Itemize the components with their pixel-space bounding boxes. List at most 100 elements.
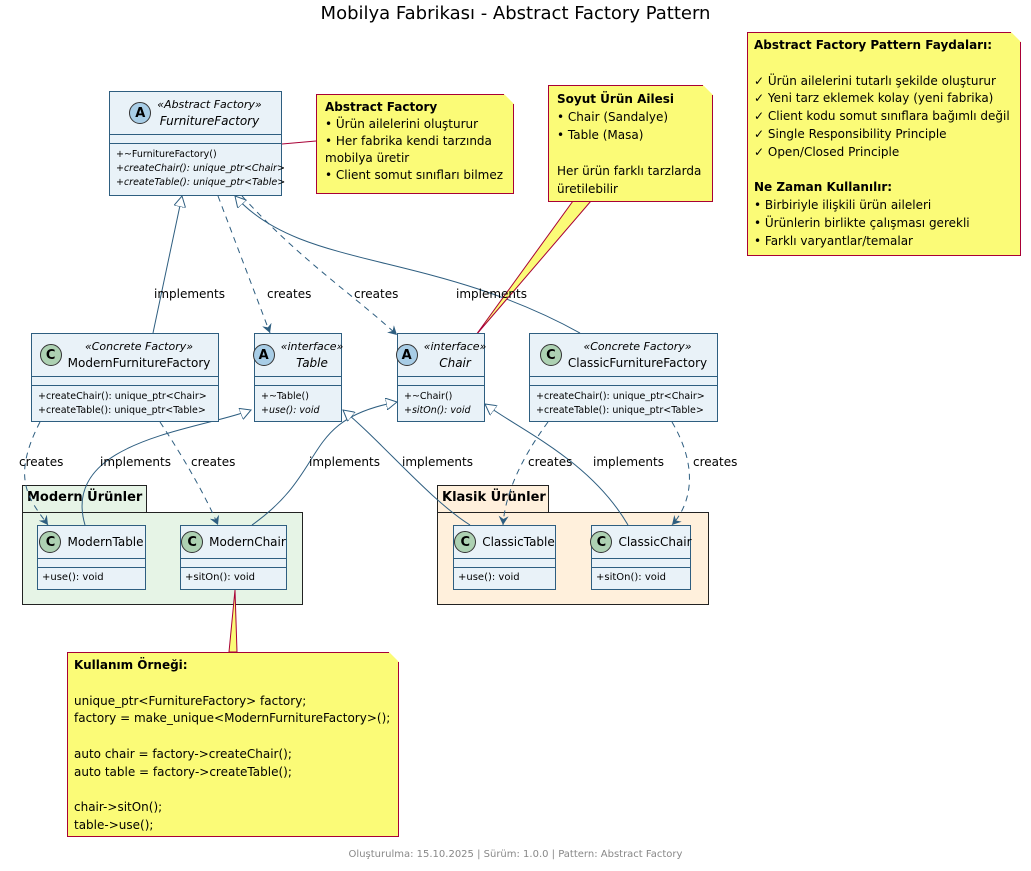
operation: +~FurnitureFactory() — [116, 149, 217, 160]
class-furniture-factory[interactable]: A «Abstract Factory» FurnitureFactory +~… — [109, 91, 285, 196]
note-line: • Table (Masa) — [557, 128, 644, 142]
operation: +createChair(): unique_ptr<Chair> — [536, 391, 705, 402]
edge-modernfactory-creates-modernchair — [159, 421, 220, 526]
class-stereotype: «interface» — [280, 340, 344, 353]
note-callout-usage — [228, 589, 238, 653]
note-line: Her ürün farklı tarzlarda — [557, 164, 702, 178]
operation: +sitOn(): void — [596, 572, 667, 583]
label-implements: implements — [402, 455, 473, 469]
operations-compartment: +sitOn(): void — [181, 568, 286, 587]
attributes-compartment — [110, 135, 281, 144]
note-line: • Her fabrika kendi tarzında — [325, 134, 492, 148]
note-line: • Ürün ailelerini oluşturur — [325, 117, 479, 131]
operations-compartment: +~FurnitureFactory() +createChair(): uni… — [110, 144, 285, 194]
class-stereotype: «Abstract Factory» — [157, 98, 262, 111]
note-line — [74, 782, 392, 800]
class-name: ClassicTable — [482, 535, 555, 549]
operations-compartment: +sitOn(): void — [592, 568, 690, 587]
label-implements: implements — [593, 455, 664, 469]
class-name: FurnitureFactory — [159, 114, 260, 128]
attributes-compartment — [592, 559, 690, 568]
concrete-class-icon: C — [39, 344, 62, 366]
operation: +use(): void — [261, 405, 320, 416]
note-fold — [1011, 32, 1021, 42]
note-line: • Ürünlerin birlikte çalışması gerekli — [754, 215, 970, 230]
note-subtitle: Ne Zaman Kullanılır: — [754, 180, 893, 195]
label-creates: creates — [693, 455, 738, 469]
edge-classic-factory-implements — [235, 196, 581, 334]
note-callout-product-family — [475, 200, 593, 336]
operation: +sitOn(): void — [185, 572, 256, 583]
class-modern-table[interactable]: C ModernTable +use(): void — [37, 525, 146, 590]
abstract-class-icon: A — [395, 344, 418, 366]
concrete-class-icon: C — [590, 531, 613, 553]
concrete-class-icon: C — [39, 531, 62, 553]
note-benefits: Abstract Factory Pattern Faydaları: ✓ Ür… — [747, 32, 1021, 256]
class-stereotype: «Concrete Factory» — [84, 340, 194, 353]
operations-compartment: +createChair(): unique_ptr<Chair> +creat… — [32, 386, 218, 422]
edge-modernchair-implements — [251, 402, 397, 526]
note-title: Abstract Factory — [325, 100, 438, 114]
concrete-class-icon: C — [181, 531, 204, 553]
operation: +sitOn(): void — [404, 405, 471, 416]
attributes-compartment — [38, 559, 145, 568]
interface-chair[interactable]: A «interface» Chair +~Chair() +sitOn(): … — [395, 333, 486, 422]
note-fold — [504, 94, 514, 104]
edge-classictable-implements — [343, 410, 471, 526]
code-line: chair->sitOn(); — [74, 800, 163, 815]
attributes-compartment — [32, 377, 218, 386]
edge-factory-creates-chair — [241, 195, 398, 336]
class-name: ModernFurnitureFactory — [67, 356, 211, 370]
note-line: üretilebilir — [557, 182, 618, 196]
note-line: • Farklı varyantlar/temalar — [754, 233, 913, 248]
class-stereotype: «Concrete Factory» — [583, 340, 692, 353]
operation: +use(): void — [42, 572, 104, 583]
note-title: Soyut Ürün Ailesi — [557, 92, 674, 106]
note-link-abstract-factory — [281, 140, 317, 145]
note-product-family: Soyut Ürün Ailesi • Chair (Sandalye) • T… — [548, 85, 713, 202]
edge-moderntable-implements — [81, 410, 251, 526]
label-creates: creates — [528, 455, 573, 469]
operation: +createTable(): unique_ptr<Table> — [536, 405, 704, 416]
note-fold — [389, 652, 399, 662]
operations-compartment: +use(): void — [454, 568, 555, 587]
interface-table[interactable]: A «interface» Table +~Table() +use(): vo… — [252, 333, 344, 422]
note-fold — [703, 85, 713, 95]
class-name: ModernTable — [67, 535, 144, 549]
note-line: mobilya üretir — [325, 151, 410, 165]
label-creates: creates — [191, 455, 236, 469]
class-classic-chair[interactable]: C ClassicChair +sitOn(): void — [590, 525, 692, 590]
class-classic-table[interactable]: C ClassicTable +use(): void — [453, 525, 556, 590]
class-classic-furniture-factory[interactable]: C «Concrete Factory» ClassicFurnitureFac… — [529, 333, 718, 422]
operation: +~Chair() — [404, 391, 453, 402]
label-creates: creates — [267, 287, 312, 301]
edge-classicfactory-creates-classicchair — [671, 421, 690, 526]
note-usage-example: Kullanım Örneği: unique_ptr<FurnitureFac… — [67, 652, 399, 837]
class-modern-chair[interactable]: C ModernChair +sitOn(): void — [180, 525, 287, 590]
edge-modernfactory-creates-moderntable — [24, 421, 49, 526]
attributes-compartment — [181, 559, 286, 568]
concrete-class-icon: C — [454, 531, 477, 553]
label-implements: implements — [309, 455, 380, 469]
label-implements: implements — [456, 287, 527, 301]
attributes-compartment — [398, 377, 484, 386]
code-line: unique_ptr<FurnitureFactory> factory; — [74, 693, 307, 708]
class-modern-furniture-factory[interactable]: C «Concrete Factory» ModernFurnitureFact… — [31, 333, 219, 422]
operation: +createChair(): unique_ptr<Chair> — [38, 391, 207, 402]
class-name: ModernChair — [209, 535, 286, 549]
note-line: ✓ Client kodu somut sınıflara bağımlı de… — [754, 109, 1010, 124]
operations-compartment: +use(): void — [38, 568, 145, 587]
code-line: auto chair = factory->createChair(); — [74, 746, 292, 761]
abstract-class-icon: A — [252, 344, 275, 366]
edge-classicchair-implements — [485, 404, 629, 526]
operation: +createChair(): unique_ptr<Chair> — [116, 163, 285, 174]
class-name: ClassicFurnitureFactory — [567, 356, 708, 370]
package-tab-classic: Klasik Ürünler — [437, 485, 549, 513]
note-line: • Chair (Sandalye) — [557, 110, 669, 124]
note-line: ✓ Open/Closed Principle — [754, 144, 900, 159]
note-line: ✓ Yeni tarz eklemek kolay (yeni fabrika) — [754, 91, 994, 106]
edge-classicfactory-creates-classictable — [498, 421, 549, 526]
note-line: ✓ Ürün ailelerini tutarlı şekilde oluştu… — [754, 73, 996, 88]
label-creates: creates — [354, 287, 399, 301]
class-name: Table — [296, 356, 328, 370]
